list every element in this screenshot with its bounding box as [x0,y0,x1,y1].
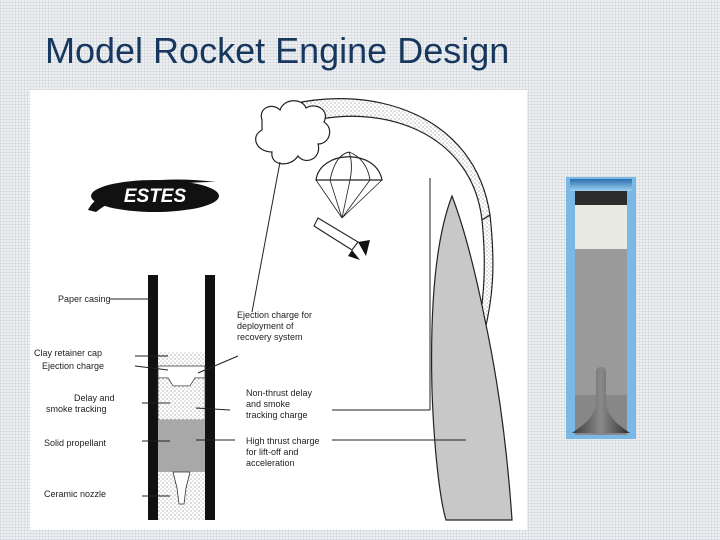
casing-wall-left [148,275,158,520]
leader-lines [110,161,466,497]
rocket-fins [348,240,370,260]
slide-title: Model Rocket Engine Design [45,30,510,71]
nozzle-throat [172,471,191,505]
label-delay-2: smoke tracking [46,404,107,414]
label-highthrust-1: High thrust charge [246,436,320,446]
label-ejection-deploy-1: Ejection charge for [237,310,312,320]
leader-ejection-deploy-engine [197,355,239,374]
photo-clay-layer [575,205,627,249]
label-nonthrust-2: and smoke [246,399,290,409]
ejection-cloud [255,100,331,165]
photo-ejection-band [575,191,627,205]
leader-ejection-deploy [251,161,281,313]
leader-ejection-charge [134,365,169,371]
photo-nozzle [572,366,630,433]
label-ejection-deploy-2: deployment of [237,321,294,331]
descending-rocket [313,217,359,251]
label-ceramic-nozzle: Ceramic nozzle [44,489,106,499]
engine-diagram: ESTES [30,90,527,530]
leader-nonthrust-engine [195,407,231,411]
logo-text: ESTES [124,186,187,207]
label-ejection-deploy-3: recovery system [237,332,303,342]
parachute-canopy [315,156,383,181]
label-highthrust-2: for lift-off and [246,447,298,457]
logo-ellipse [91,180,219,212]
label-highthrust-3: acceleration [246,458,295,468]
label-nonthrust-3: tracking charge [246,410,308,420]
solid-propellant [158,420,205,472]
parachute-lines [315,179,383,219]
thrust-flame [430,194,513,521]
clay-cap [158,352,205,366]
label-delay-1: Delay and [74,393,115,403]
label-paper-casing: Paper casing [58,294,111,304]
estes-logo: ESTES [88,179,219,212]
photo-cap [570,179,632,191]
label-nonthrust-1: Non-thrust delay [246,388,313,398]
label-clay-retainer-cap: Clay retainer cap [34,348,102,358]
casing-wall-right [205,275,215,520]
label-ejection-charge: Ejection charge [42,361,104,371]
parachute-rocket [313,151,383,260]
label-solid-propellant: Solid propellant [44,438,107,448]
engine-cutaway-photo [566,177,636,439]
parachute-gores [329,151,371,181]
engine-cross-section [148,275,215,520]
